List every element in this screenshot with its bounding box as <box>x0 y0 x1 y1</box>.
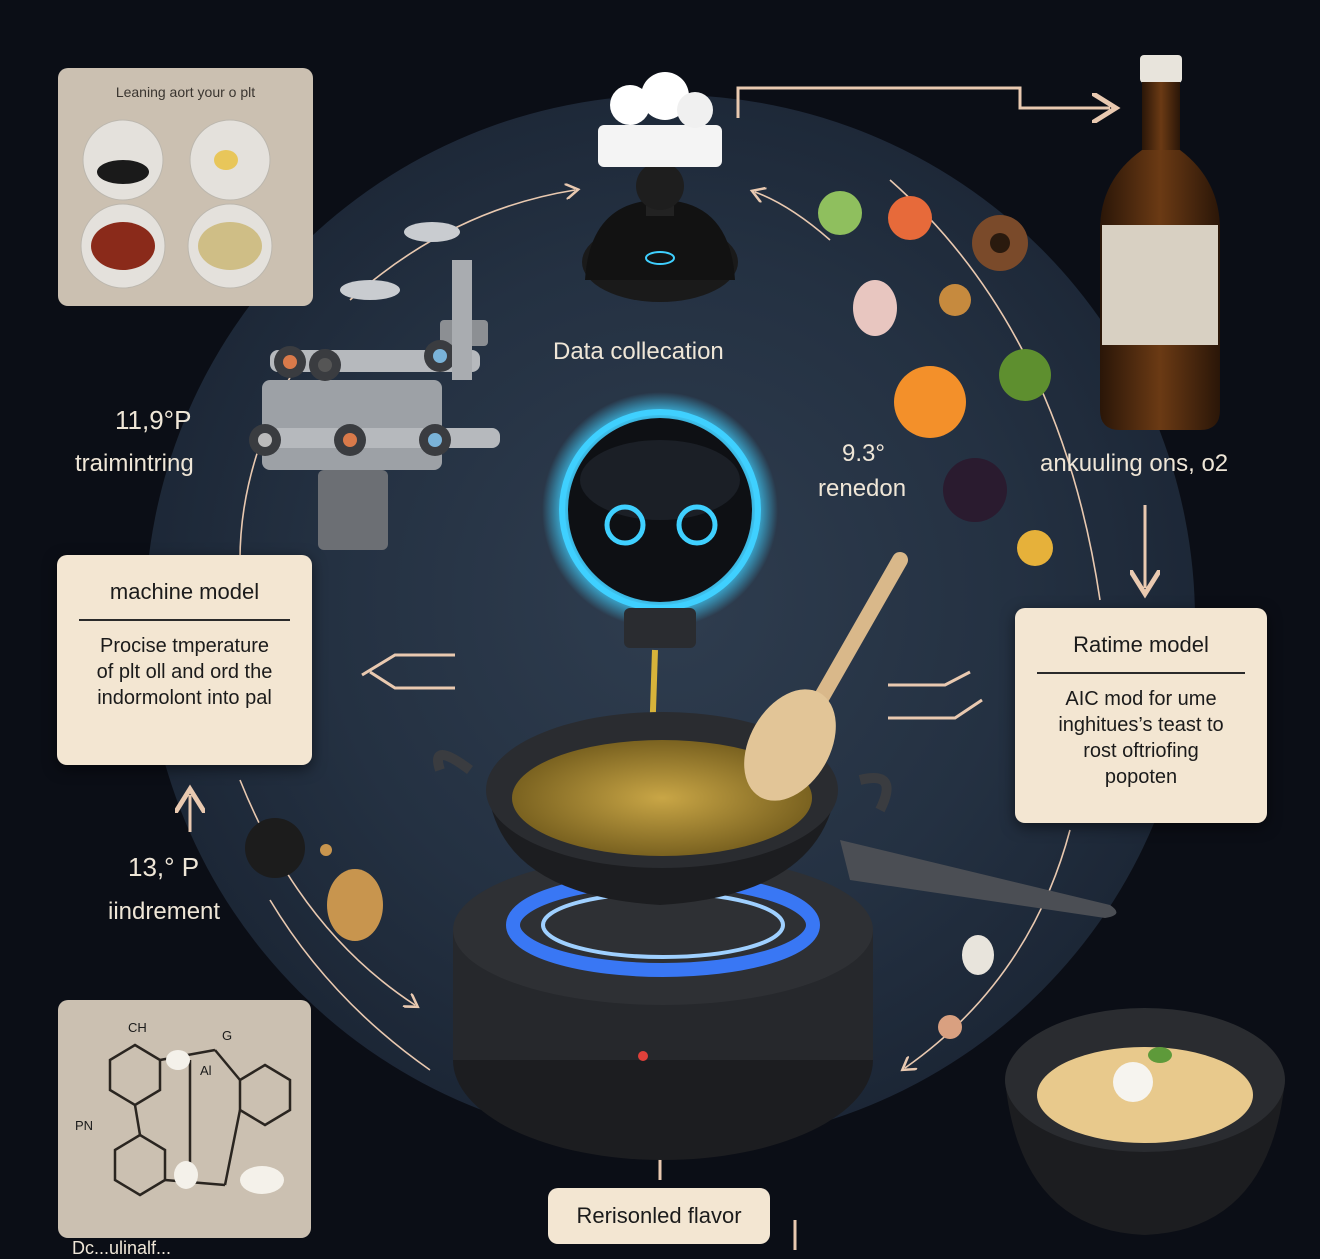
label-center-temp: 9.3° <box>842 440 885 467</box>
arrow-bottom-right <box>905 829 1071 1068</box>
chef-robot-icon <box>582 72 738 302</box>
label-top-left-temp: 11,9°P <box>115 405 192 435</box>
machine-model-divider <box>79 619 290 621</box>
molecule-label-ch: CH <box>128 1020 147 1035</box>
realtime-model-line-1: AIC mod for ume <box>1065 688 1217 710</box>
label-right: ankuuling ons, o2 <box>1040 450 1229 477</box>
robot-head-icon <box>542 392 778 801</box>
arrow-left-double <box>361 653 455 690</box>
molecule-label-al: Al <box>200 1063 212 1078</box>
label-center: renedon <box>818 475 907 502</box>
gas-burner-icon <box>453 855 873 1160</box>
label-bottom-left-temp: 13,° P <box>128 852 200 882</box>
label-top-left: traimintring <box>75 450 194 477</box>
realtime-model-title: Ratime model <box>1073 632 1209 657</box>
realtime-model-line-2: inghitues’s teast to <box>1058 714 1224 736</box>
wooden-spoon-icon <box>744 552 908 801</box>
oil-bottle-icon <box>1100 55 1220 430</box>
flavor-label: Rerisonled flavor <box>576 1203 742 1228</box>
arrow-bottom-left <box>239 779 415 1005</box>
realtime-model-line-3: rost oftriofing <box>1083 740 1199 762</box>
seed-bowls-icon <box>80 119 273 289</box>
realtime-model-body: AIC mod for ume inghitues’s teast to ros… <box>1015 686 1267 790</box>
arrow-to-bottle <box>736 86 1110 118</box>
label-bottom-cut: Dc...ulinalf... <box>72 1238 172 1258</box>
realtime-model-divider <box>1037 672 1245 674</box>
label-bottom-left: iindrement <box>108 898 221 925</box>
ingredients-icon <box>245 191 1053 1039</box>
machine-model-card: machine model Procise tmperature of plt … <box>57 555 312 765</box>
machine-model-line-2: of plt oll and ord the <box>96 661 273 683</box>
robot-arm-icon <box>249 222 500 550</box>
arrow-right-double <box>888 670 983 720</box>
molecule-label-pn: PN <box>75 1118 93 1133</box>
molecule-label-g: G <box>222 1028 232 1043</box>
personalized-flavor-box: Rerisonled flavor <box>548 1188 770 1244</box>
realtime-model-line-4: popoten <box>1104 766 1178 788</box>
photo-card-caption: Leaning aort your o plt <box>115 84 256 100</box>
arrow-from-ingredients <box>755 192 831 241</box>
label-data-collection: Data collecation <box>553 338 724 365</box>
machine-model-line-1: Procise tmperature <box>100 635 269 657</box>
realtime-model-card: Ratime model AIC mod for ume inghitues’s… <box>1015 608 1267 823</box>
bowl-icon <box>1005 1008 1285 1235</box>
machine-model-title: machine model <box>109 579 260 604</box>
machine-model-line-3: indormolont into pal <box>97 687 272 709</box>
arrow-bottom-left-2 <box>269 899 431 1071</box>
pan-icon <box>433 712 1117 918</box>
machine-model-body: Procise tmperature of plt oll and ord th… <box>57 633 312 711</box>
